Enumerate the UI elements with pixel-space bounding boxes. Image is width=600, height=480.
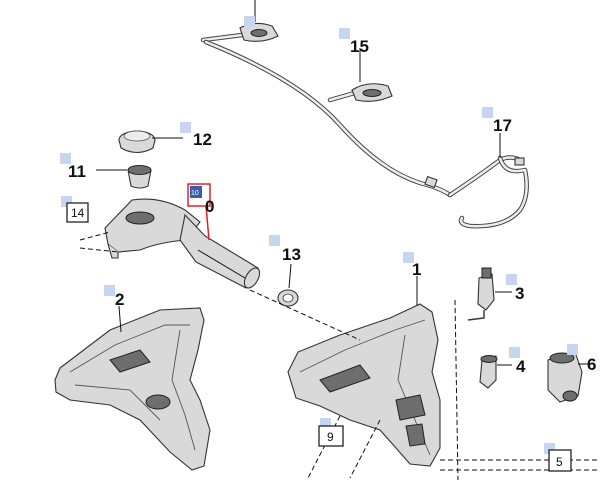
callout-3: 3 — [515, 284, 524, 303]
cap-12 — [118, 130, 156, 154]
pump-6 — [547, 351, 592, 403]
marker — [506, 274, 517, 285]
marker — [339, 28, 350, 39]
marker — [104, 285, 115, 296]
reservoir-1 — [249, 276, 441, 467]
sensor-3 — [467, 267, 512, 321]
callout-17: 17 — [493, 116, 512, 135]
marker — [180, 122, 191, 133]
washer-hose-assembly — [200, 29, 529, 229]
washer-nozzle-15 — [351, 54, 393, 102]
marker — [567, 344, 578, 355]
callout-1: 1 — [412, 260, 421, 279]
marker — [544, 443, 555, 454]
callout-14: 14 — [71, 206, 85, 220]
box-9 — [318, 425, 344, 447]
marker-10 — [190, 186, 202, 198]
box-5 — [548, 449, 572, 472]
callout-12: 12 — [193, 130, 212, 149]
marker — [60, 153, 71, 164]
washer-nozzle-top — [239, 0, 279, 42]
marker — [509, 347, 520, 358]
callout-9: 9 — [327, 430, 334, 444]
callout-6: 6 — [587, 355, 596, 374]
marker — [403, 252, 414, 263]
marker — [61, 196, 72, 207]
reservoir-2 — [54, 305, 211, 471]
box-14 — [66, 202, 89, 223]
callout-4: 4 — [516, 357, 526, 376]
callout-10-suffix: 0 — [205, 197, 214, 216]
callout-15: 15 — [350, 37, 369, 56]
callout-2: 2 — [115, 290, 124, 309]
marker — [269, 235, 280, 246]
callout-13: 13 — [282, 245, 301, 264]
marker — [482, 107, 493, 118]
callout-10: 10 — [191, 190, 199, 197]
highlight-box — [187, 183, 211, 207]
callout-11: 11 — [68, 162, 86, 181]
grommet-4 — [479, 355, 512, 389]
filler-neck-10 — [104, 198, 261, 289]
marker — [244, 16, 255, 27]
callout-5: 5 — [556, 455, 563, 469]
grommet-13 — [277, 263, 299, 307]
seal-11 — [127, 165, 152, 189]
marker — [320, 418, 331, 429]
